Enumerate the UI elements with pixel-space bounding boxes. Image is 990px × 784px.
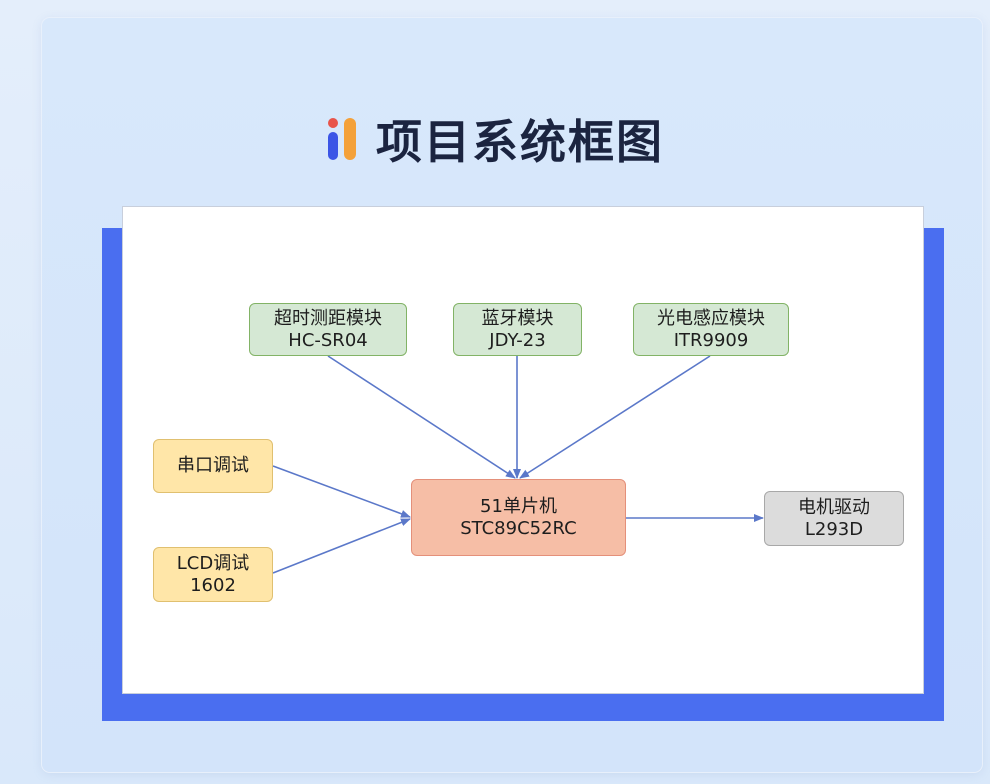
node-serial: 串口调试 (153, 439, 273, 493)
node-mcu-model: STC89C52RC (460, 517, 577, 539)
node-bluetooth: 蓝牙模块 JDY-23 (453, 303, 582, 356)
node-photo-name: 光电感应模块 (657, 307, 765, 329)
node-ultrasonic: 超时测距模块 HC-SR04 (249, 303, 407, 356)
node-photo-model: ITR9909 (673, 329, 749, 351)
node-lcd: LCD调试 1602 (153, 547, 273, 602)
diagram-edges (272, 355, 764, 574)
title-logo-icon (328, 118, 356, 160)
node-motor-model: L293D (804, 518, 864, 540)
node-ultrasonic-model: HC-SR04 (288, 329, 368, 351)
edge-photo-to-mcu (519, 355, 711, 479)
node-bluetooth-name: 蓝牙模块 (481, 307, 554, 329)
page-title: 项目系统框图 (376, 115, 664, 169)
node-motor: 电机驱动 L293D (764, 491, 904, 546)
node-serial-name: 串口调试 (177, 455, 249, 477)
node-motor-name: 电机驱动 (798, 496, 870, 518)
diagram-canvas: 超时测距模块 HC-SR04 蓝牙模块 JDY-23 光电感应模块 ITR990… (122, 206, 924, 694)
edge-ultrasonic-to-mcu (327, 355, 516, 479)
node-photo: 光电感应模块 ITR9909 (633, 303, 789, 356)
node-lcd-model: 1602 (190, 574, 236, 596)
edge-lcd-to-mcu (272, 518, 411, 574)
edge-serial-to-mcu (272, 465, 411, 518)
node-mcu-name: 51单片机 (480, 495, 557, 517)
node-bluetooth-model: JDY-23 (489, 329, 546, 351)
node-ultrasonic-name: 超时测距模块 (274, 307, 382, 329)
node-mcu: 51单片机 STC89C52RC (411, 479, 626, 556)
title-bar: 项目系统框图 (0, 104, 990, 174)
node-lcd-name: LCD调试 (176, 552, 250, 574)
